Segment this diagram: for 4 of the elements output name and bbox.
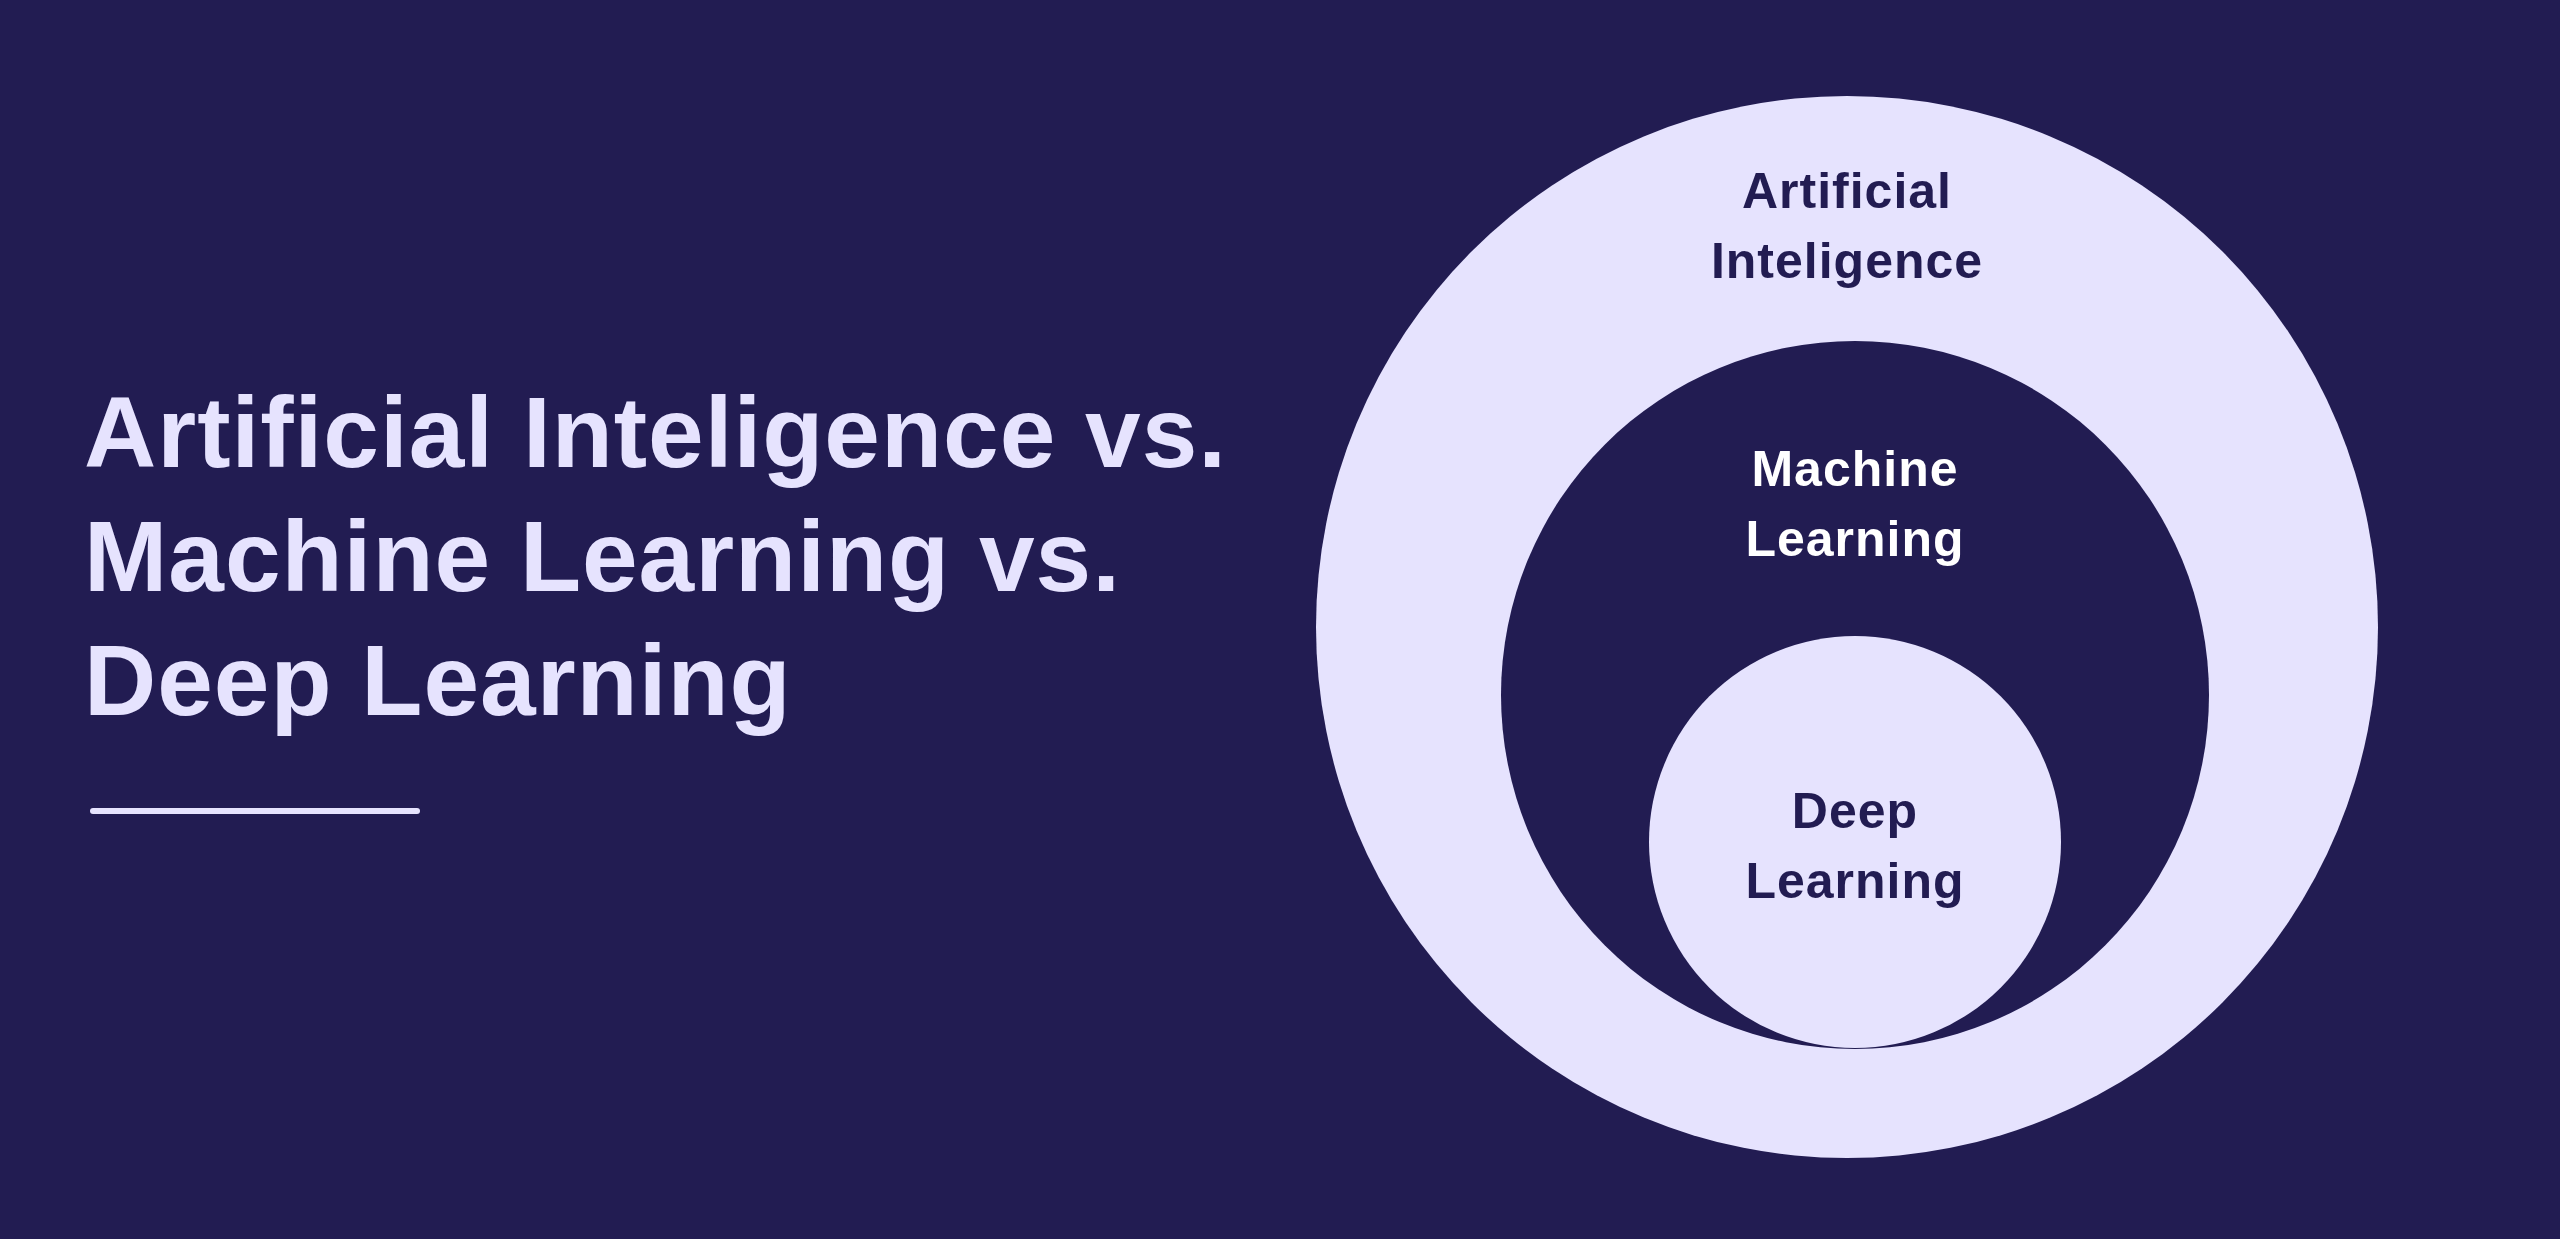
circle-label: Machine Learning bbox=[1745, 440, 1965, 569]
circle-label: Artificial Inteligence bbox=[1710, 162, 1984, 291]
page-title: Artificial Inteligence vs. Machine Learning vs. Deep Learning bbox=[84, 375, 1229, 738]
circle-label: Deep Learning bbox=[1745, 782, 1965, 911]
